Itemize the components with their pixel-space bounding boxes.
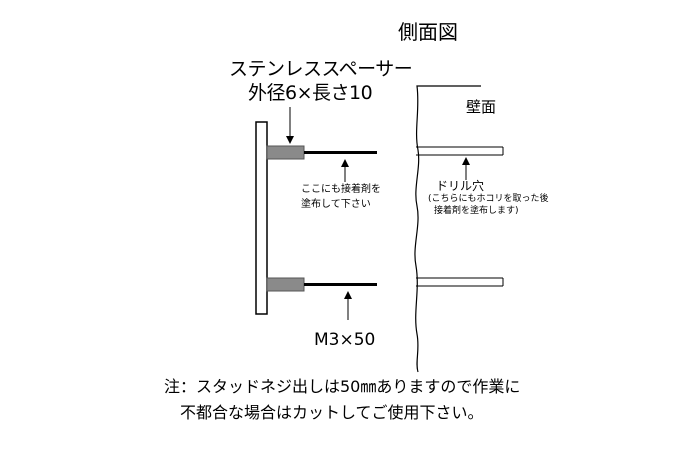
spacer-arrow [286, 107, 294, 144]
drill-hole-lower [416, 277, 504, 287]
footer-note-line2: 不都合な場合はカットしてご使用下さい。 [180, 403, 484, 422]
drill-hole-note-line2: 接着剤を塗布します) [434, 206, 519, 216]
wall-outline [414, 85, 481, 373]
view-title: 側面図 [398, 20, 458, 44]
spacer-lower [266, 277, 305, 292]
drill-hole-label: ドリル穴 [436, 179, 485, 193]
spacer-upper [266, 145, 305, 160]
glue-note-line2: 塗布して下さい [301, 199, 371, 210]
drill-hole-upper [416, 146, 504, 156]
glue-arrow [341, 159, 349, 182]
glue-note-line1: ここにも接着剤を [301, 184, 381, 195]
drill-arrow [462, 157, 470, 180]
bolt-spec-label: M3×50 [314, 330, 376, 350]
wall-label: 壁面 [466, 98, 497, 116]
spacer-spec-label: 外径6×長さ10 [248, 82, 373, 104]
sign-plate [255, 121, 268, 315]
footer-note-line1: 注：スタッドネジ出しは50㎜ありますので作業に [164, 377, 521, 396]
bolt-arrow [344, 291, 352, 320]
drill-hole-note-line1: (こちらにもホコリを取った後 [428, 194, 549, 204]
spacer-name-label: ステンレススペーサー [229, 58, 413, 80]
